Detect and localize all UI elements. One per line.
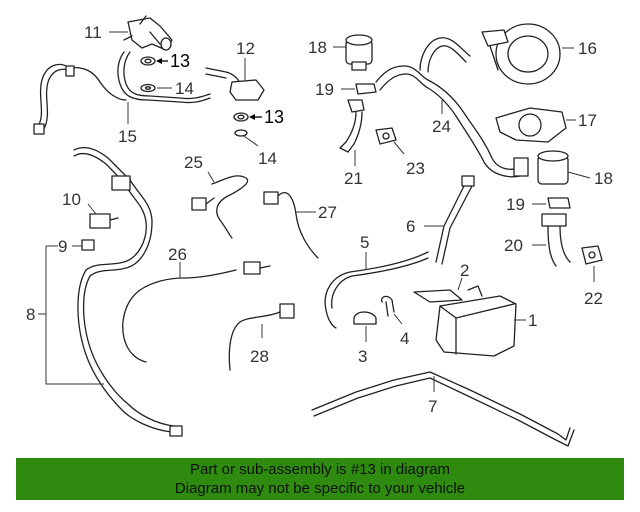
callout-15: 15 [118,127,137,146]
part-19-gasket-lower [547,197,571,209]
callout-6: 6 [406,217,415,236]
part-22-gasket [581,245,603,265]
part-5-line [324,251,429,329]
callout-18-upper: 18 [308,38,327,57]
callout-2: 2 [460,261,469,280]
callout-20: 20 [504,236,523,255]
part-1-canister [435,285,517,357]
callout-8: 8 [26,305,35,324]
callout-23: 23 [406,159,425,178]
callout-9: 9 [58,237,67,256]
part-10-valve [89,213,119,229]
parts-diagram: 11 13 14 15 12 13 14 18 [26,15,613,447]
callout-22: 22 [584,289,603,308]
part-12-valve [205,67,265,101]
part-24-hose [375,37,529,178]
callout-4: 4 [400,329,409,348]
callout-11: 11 [84,23,102,42]
callout-13-lower: 13 [264,107,284,127]
part-15-hose [33,51,211,135]
part-26-sensor [122,261,271,363]
part-3-cap [353,311,377,325]
part-18-valve-lower [537,150,569,185]
part-18-valve-upper [345,34,373,71]
banner-line-1: Part or sub-assembly is #13 in diagram [189,461,451,478]
part-21-pipe [339,99,365,153]
callout-26: 26 [168,245,187,264]
part-28-sensor [228,303,295,371]
part-7-line [311,371,575,447]
part-14-washer-upper [140,83,156,93]
part-17-gasket [495,107,567,143]
part-9-connector [81,239,95,251]
callout-14-upper: 14 [175,79,194,98]
callout-27: 27 [318,203,337,222]
part-25-sensor [191,175,249,239]
part-info-banner: Part or sub-assembly is #13 in diagram D… [16,458,624,500]
callout-14-lower: 14 [258,149,277,168]
part-6-line [435,175,475,265]
part-20-pipe [541,213,571,267]
part-11-valve [123,15,173,51]
banner-line-2: Diagram may not be specific to your vehi… [174,480,466,497]
callout-18-lower: 18 [594,169,613,188]
callout-5: 5 [360,233,369,252]
callout-21: 21 [344,169,363,188]
part-2-bracket [413,289,463,303]
callout-10: 10 [62,190,81,209]
callout-24: 24 [432,117,451,136]
part-19-gasket-upper [355,83,377,95]
part-27-sensor [263,191,319,259]
callout-1: 1 [528,311,537,330]
callout-12: 12 [236,39,255,58]
part-13-seal-lower [233,112,249,122]
callout-25: 25 [184,153,203,172]
callout-7: 7 [428,397,437,416]
part-23-gasket [375,127,397,145]
part-13-seal-upper [140,56,156,66]
part-8-hose-assembly [73,146,183,437]
callout-16: 16 [578,39,597,58]
part-4-clip [381,295,395,317]
part-16-air-pump [481,23,561,85]
callout-19-lower: 19 [506,195,525,214]
callout-3: 3 [358,347,367,366]
part-14-washer-lower [234,129,248,137]
callout-19-upper: 19 [315,80,334,99]
callout-13-upper: 13 [170,51,190,71]
callout-17: 17 [578,111,597,130]
callout-28: 28 [250,347,269,366]
